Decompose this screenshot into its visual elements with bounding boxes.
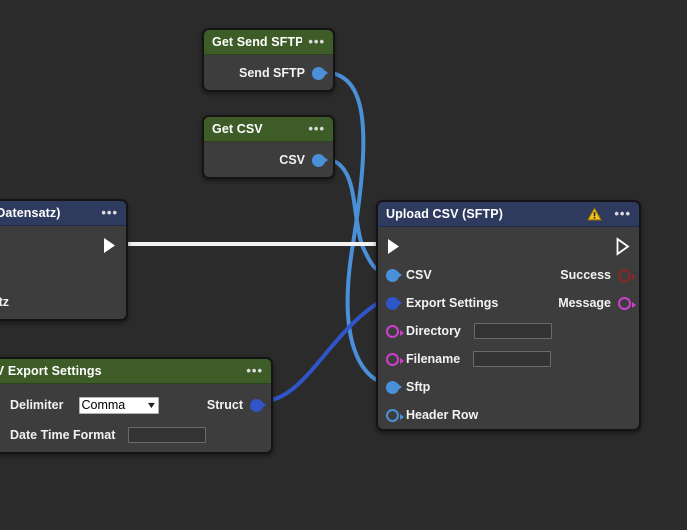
output-pin-message[interactable]: [618, 296, 636, 310]
row-blank: [0, 260, 126, 288]
exec-out-arrow-icon[interactable]: [102, 236, 118, 255]
input-label: Directory: [406, 324, 461, 338]
datetimeformat-input[interactable]: [128, 427, 207, 443]
output-pin-csv[interactable]: [312, 153, 328, 167]
node-header[interactable]: Make CSV (CsvDatensatz) •••: [0, 201, 126, 226]
input-pin-filename[interactable]: [386, 352, 404, 366]
input-label: Sftp: [406, 380, 431, 394]
node-menu-icon[interactable]: •••: [101, 205, 118, 220]
output-row: CSV: [204, 146, 333, 174]
input-label: CSV: [406, 268, 432, 282]
node-body: Send SFTP: [204, 55, 333, 90]
node-body: Datensatz: [0, 226, 126, 319]
filename-input[interactable]: [473, 351, 552, 367]
node-upload-csv[interactable]: Upload CSV (SFTP) •••: [376, 200, 641, 431]
node-body: CSV Success Export Settings Message: [378, 227, 639, 429]
output-label: Struct: [206, 398, 243, 412]
node-header[interactable]: Get CSV •••: [204, 117, 333, 142]
node-title: Make CSV Export Settings: [0, 364, 102, 378]
node-menu-icon[interactable]: •••: [246, 363, 263, 378]
exec-out-arrow-icon[interactable]: [615, 236, 631, 256]
row-header-row: Header Row: [378, 401, 639, 429]
node-title: Upload CSV (SFTP): [386, 207, 503, 221]
input-pin-directory[interactable]: [386, 324, 404, 338]
node-export-settings[interactable]: Make CSV Export Settings ••• Delimiter C…: [0, 357, 273, 454]
row-sftp: Sftp: [378, 373, 639, 401]
input-label: Filename: [406, 352, 461, 366]
row-exportsettings-message: Export Settings Message: [378, 289, 639, 317]
input-label: Export Settings: [406, 296, 499, 310]
node-body: Delimiter Comma ▼ Struct Date Time Forma…: [0, 384, 271, 452]
input-pin-csv[interactable]: [386, 268, 402, 282]
row-filename: Filename: [378, 345, 639, 373]
node-menu-icon[interactable]: •••: [614, 206, 631, 221]
row-csv-success: CSV Success: [378, 261, 639, 289]
datetimeformat-label: Date Time Format: [10, 428, 116, 442]
directory-input[interactable]: [473, 323, 552, 339]
node-title: Get Send SFTP: [212, 35, 303, 49]
output-label: CSV: [279, 153, 305, 167]
input-pin-sftp[interactable]: [386, 380, 402, 394]
warning-triangle-icon[interactable]: [587, 207, 603, 221]
node-menu-icon[interactable]: •••: [308, 34, 325, 49]
row-label: Datensatz: [0, 295, 10, 309]
node-title: Make CSV (CsvDatensatz): [0, 206, 61, 220]
output-pin-success[interactable]: [618, 268, 636, 282]
output-label: Send SFTP: [239, 66, 305, 80]
exec-in-arrow-icon[interactable]: [386, 237, 402, 256]
wire-struct-to-exportsettings: [262, 298, 384, 403]
row-datensatz: Datensatz: [0, 288, 126, 316]
delimiter-label: Delimiter: [10, 398, 64, 412]
node-title: Get CSV: [212, 122, 263, 136]
row-datetimeformat: Date Time Format: [0, 420, 271, 450]
node-header[interactable]: Get Send SFTP •••: [204, 30, 333, 55]
node-body: CSV: [204, 142, 333, 177]
chevron-down-icon: ▼: [145, 400, 157, 410]
node-menu-icon[interactable]: •••: [308, 121, 325, 136]
row-delimiter: Delimiter Comma ▼ Struct: [0, 390, 271, 420]
input-pin-header-row[interactable]: [386, 408, 404, 422]
node-get-csv[interactable]: Get CSV ••• CSV: [202, 115, 335, 179]
node-get-send-sftp[interactable]: Get Send SFTP ••• Send SFTP: [202, 28, 335, 92]
node-header[interactable]: Make CSV Export Settings •••: [0, 359, 271, 384]
delimiter-select[interactable]: Comma ▼: [78, 396, 159, 414]
node-csv-datensatz[interactable]: Make CSV (CsvDatensatz) ••• Dat: [0, 199, 128, 321]
output-label: Success: [560, 268, 611, 282]
output-row: Send SFTP: [204, 59, 333, 87]
output-label: Message: [558, 296, 611, 310]
node-header[interactable]: Upload CSV (SFTP) •••: [378, 202, 639, 227]
exec-row: [378, 231, 639, 261]
input-label: Header Row: [406, 408, 479, 422]
output-pin-send-sftp[interactable]: [312, 66, 328, 80]
input-pin-export-settings[interactable]: [386, 296, 402, 310]
output-pin-struct[interactable]: [250, 398, 266, 412]
row-directory: Directory: [378, 317, 639, 345]
exec-row: [0, 230, 126, 260]
delimiter-value: Comma: [81, 398, 126, 412]
